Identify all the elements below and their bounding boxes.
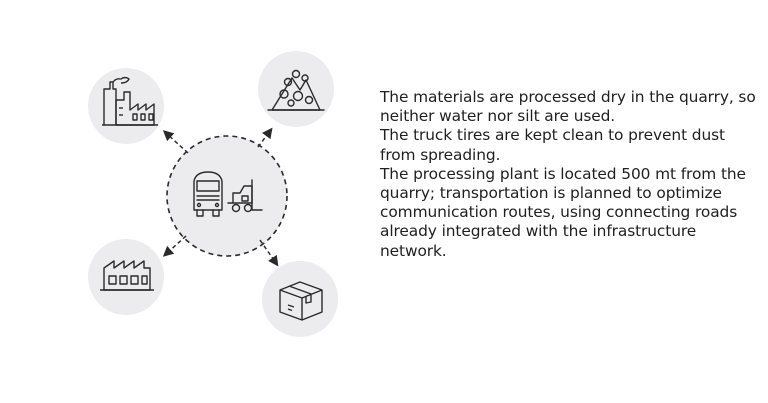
box-node xyxy=(262,261,338,337)
paragraph-processing-plant: The processing plant is located 500 mt f… xyxy=(380,164,746,260)
description-text: The materials are processed dry in the q… xyxy=(380,88,760,261)
logistics-diagram xyxy=(88,51,338,337)
center-node xyxy=(166,135,288,257)
paragraph-dry-processing: The materials are processed dry in the q… xyxy=(380,88,756,126)
factory-icon xyxy=(102,76,158,126)
box-icon xyxy=(279,281,323,321)
arrow-to-factory xyxy=(162,130,189,154)
arrow-to-processing-plant xyxy=(162,235,187,257)
processing-plant-icon xyxy=(100,260,154,291)
quarry-icon xyxy=(267,69,325,111)
arrow-to-box xyxy=(259,239,279,267)
paragraph-truck-tires: The truck tires are kept clean to preven… xyxy=(380,126,725,164)
processing-plant-node xyxy=(88,239,164,315)
factory-node xyxy=(88,68,164,144)
arrow-to-quarry xyxy=(257,127,273,148)
truck-forklift-icon xyxy=(193,171,263,217)
quarry-node xyxy=(258,51,334,127)
